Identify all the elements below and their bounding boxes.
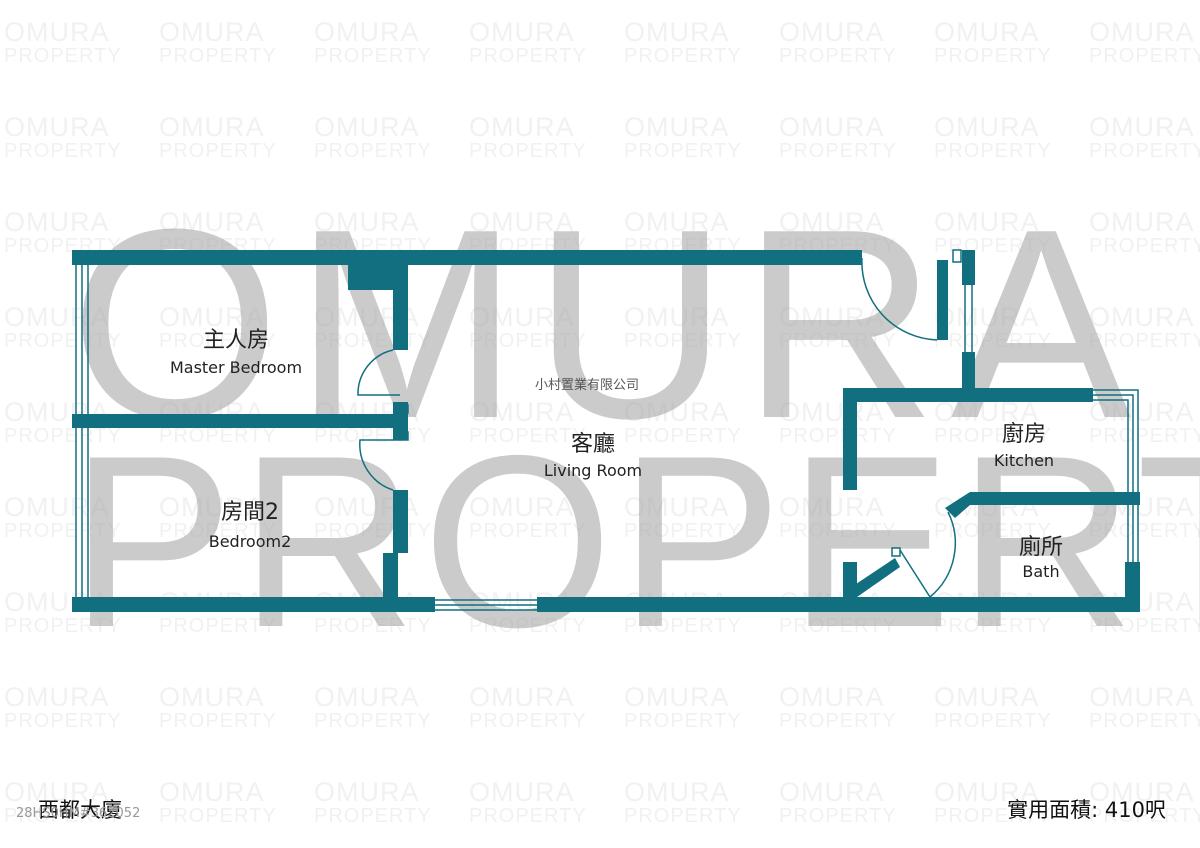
room-label-living-zh: 客廳 (570, 432, 616, 457)
room-label-bath-zh: 廁所 (1018, 535, 1064, 560)
reference-code: 28HS0HM#362052 (16, 806, 141, 821)
company-name: 小村置業有限公司 (535, 378, 640, 393)
room-label-living-en: Living Room (543, 461, 643, 480)
building-name: 西都大廈 (38, 798, 122, 822)
room-label-master-zh: 主人房 (202, 328, 270, 353)
room-label-kitchen-en: Kitchen (993, 451, 1055, 470)
room-label-bedroom2-en: Bedroom2 (208, 532, 292, 551)
room-label-bath-en: Bath (1022, 562, 1060, 581)
room-label-kitchen-zh: 廚房 (1001, 422, 1047, 447)
windows-and-doors (75, 249, 1139, 611)
room-label-bedroom2-zh: 房間2 (221, 500, 279, 525)
watermark-large-property: PROPERTY (70, 404, 1200, 678)
walls (72, 250, 1140, 612)
saleable-area: 實用面積: 410呎 (1007, 798, 1166, 822)
room-label-master-en: Master Bedroom (169, 358, 303, 377)
